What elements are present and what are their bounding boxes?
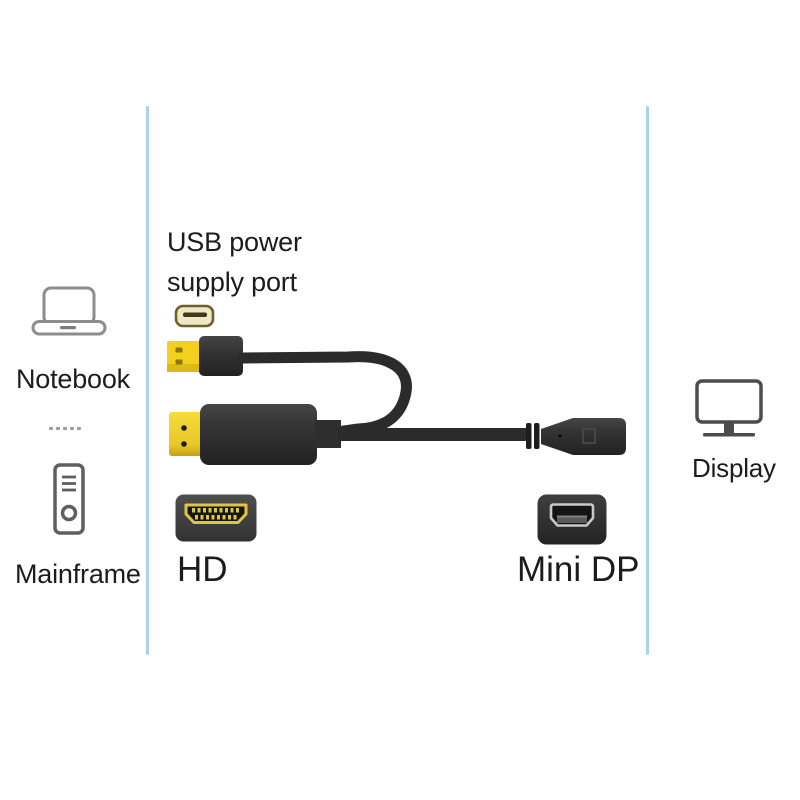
usb-plug [167,336,243,376]
left-divider-line [146,106,149,655]
mini-dp-socket-icon [537,494,607,545]
mainframe-icon [53,463,85,535]
display-icon [695,379,763,437]
mini-dp-label: Mini DP [517,550,640,589]
cable-assembly [167,304,626,465]
hdmi-plug [169,404,341,465]
display-label: Display [692,453,776,483]
notebook-label: Notebook [16,364,130,394]
usb-power-label: USB power supply port [167,222,302,302]
hd-label: HD [177,550,228,589]
right-divider-line [646,106,649,655]
hdmi-socket-icon [175,494,257,542]
connection-dashes [49,427,81,430]
usb-power-label-line1: USB power [167,227,302,257]
main-cable [338,428,528,441]
usb-power-label-line2: supply port [167,267,297,297]
mini-dp-female-connector [526,418,626,455]
notebook-icon [31,286,107,336]
mainframe-label: Mainframe [15,559,141,589]
usb-cable-loop [236,351,412,438]
usb-port-icon [174,304,215,328]
